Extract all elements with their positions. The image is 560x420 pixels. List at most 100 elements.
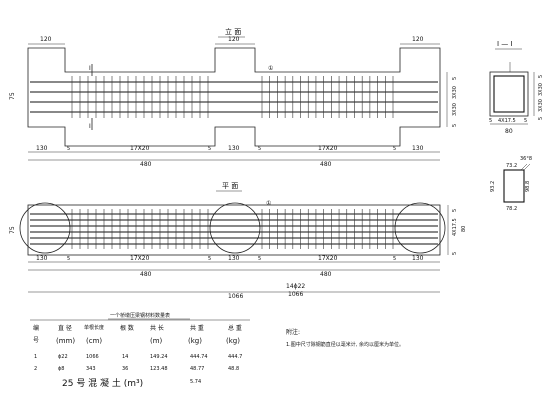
- svg-text:17X20: 17X20: [130, 145, 150, 152]
- svg-text:5: 5: [258, 256, 261, 262]
- plan-right-dims: 5 4X17.5 5 80: [447, 205, 467, 255]
- material-table: 编 直 径 单根长度 根 数 共 长 共 重 总 重 号 (mm) (cm) (…: [30, 319, 250, 389]
- svg-text:48.8: 48.8: [228, 366, 239, 372]
- svg-text:5: 5: [208, 146, 211, 152]
- svg-text:4X17.5: 4X17.5: [498, 118, 516, 124]
- svg-text:3X30: 3X30: [538, 83, 544, 96]
- table-title: 一个桥墩压梁钢材料数量表: [110, 312, 170, 319]
- elevation-stirrups-left: [71, 76, 209, 118]
- elevation-title: 立 面: [225, 27, 241, 36]
- plan-stirrups-right: [261, 209, 394, 249]
- svg-text:根 数: 根 数: [120, 324, 134, 332]
- svg-text:48.77: 48.77: [190, 366, 204, 372]
- elevation-left-label: 75: [9, 92, 16, 100]
- svg-text:130: 130: [228, 255, 240, 262]
- svg-text:5: 5: [393, 146, 396, 152]
- concrete-value: 5.74: [190, 379, 201, 385]
- svg-text:343: 343: [86, 366, 96, 372]
- svg-text:(m): (m): [150, 337, 163, 345]
- svg-text:ɸ8: ɸ8: [58, 366, 64, 372]
- svg-text:5: 5: [67, 146, 70, 152]
- svg-text:共 长: 共 长: [150, 324, 164, 332]
- plan-left-label: 75: [9, 226, 16, 234]
- svg-text:123.48: 123.48: [150, 366, 168, 372]
- svg-text:直 径: 直 径: [58, 324, 72, 332]
- plan-bar-label: ①: [266, 200, 271, 207]
- svg-text:480: 480: [320, 161, 332, 168]
- plan-overall-length: 1066: [228, 293, 243, 300]
- svg-text:(kg): (kg): [226, 337, 240, 345]
- svg-text:444.7: 444.7: [228, 354, 242, 360]
- svg-text:73.2: 73.2: [506, 163, 517, 169]
- svg-text:78.2: 78.2: [506, 206, 517, 212]
- svg-text:4X17.5: 4X17.5: [452, 218, 458, 236]
- elevation-outline: [27, 47, 441, 147]
- svg-text:5: 5: [67, 256, 70, 262]
- svg-text:5: 5: [452, 252, 458, 255]
- notes-title: 附注:: [286, 328, 300, 336]
- notes-item-1: 1.图中尺寸除钢筋直径以毫米计, 余均以厘米为单位。: [286, 341, 404, 348]
- section-bottom-dims: 5 4X17.5 5 80: [489, 118, 528, 135]
- svg-text:(mm): (mm): [56, 337, 75, 345]
- svg-text:480: 480: [140, 271, 152, 278]
- concrete-label: 25 号 混 凝 土 (m³): [62, 377, 143, 389]
- svg-text:ɸ22: ɸ22: [58, 354, 68, 360]
- svg-text:130: 130: [412, 145, 424, 152]
- svg-text:总 重: 总 重: [228, 324, 242, 332]
- notes: 附注: 1.图中尺寸除钢筋直径以毫米计, 余均以厘米为单位。: [286, 328, 404, 348]
- svg-text:93.2: 93.2: [490, 181, 496, 192]
- svg-text:共 重: 共 重: [190, 324, 204, 332]
- section-mark-top: I: [89, 65, 91, 72]
- svg-text:130: 130: [412, 255, 424, 262]
- section-drawing: [489, 62, 529, 117]
- svg-text:编: 编: [33, 324, 39, 332]
- svg-text:1066: 1066: [86, 354, 99, 360]
- svg-text:130: 130: [36, 145, 48, 152]
- elevation-bar-label: ①: [268, 65, 273, 72]
- plan-outline: [19, 202, 446, 256]
- plan-leader-line2: 1066: [288, 291, 303, 298]
- svg-text:36°8: 36°8: [520, 156, 532, 162]
- svg-text:5: 5: [452, 77, 458, 80]
- section-title: I — I: [497, 40, 513, 48]
- svg-text:2: 2: [34, 366, 37, 372]
- svg-text:444.74: 444.74: [190, 354, 208, 360]
- svg-text:号: 号: [33, 337, 39, 344]
- plan-leader-line1: 14ɸ22: [286, 283, 305, 290]
- elevation-bottom-dims: 130 5 17X20 5 130 5 17X20 5 130 480 480: [28, 145, 440, 168]
- svg-text:80: 80: [505, 128, 513, 135]
- elevation-stirrups-right: [261, 76, 394, 118]
- svg-text:5: 5: [538, 117, 544, 120]
- svg-text:5: 5: [452, 124, 458, 127]
- svg-text:5: 5: [208, 256, 211, 262]
- svg-text:17X20: 17X20: [318, 145, 338, 152]
- stirrup-detail: 36°8 73.2 93.2 98.8 78.2: [490, 156, 532, 212]
- svg-text:98.8: 98.8: [525, 181, 531, 192]
- svg-text:5: 5: [258, 146, 261, 152]
- svg-text:5: 5: [393, 256, 396, 262]
- svg-text:17X20: 17X20: [130, 255, 150, 262]
- svg-text:3X30: 3X30: [452, 103, 458, 116]
- elevation-longitudinal-bars: [30, 81, 438, 113]
- svg-text:480: 480: [140, 161, 152, 168]
- svg-text:1: 1: [34, 354, 37, 360]
- svg-text:120: 120: [228, 36, 240, 43]
- section-right-dims: 5 3X30 3X30 5: [533, 72, 544, 120]
- svg-text:17X20: 17X20: [318, 255, 338, 262]
- elevation-right-dims: 5 3X30 3X30 5: [446, 72, 458, 127]
- section-mark-bottom: I: [89, 123, 91, 130]
- svg-text:36: 36: [122, 366, 128, 372]
- svg-text:130: 130: [36, 255, 48, 262]
- plan-stirrups-left: [71, 209, 209, 249]
- svg-text:3X30: 3X30: [538, 99, 544, 112]
- svg-text:5: 5: [489, 118, 492, 124]
- svg-text:3X30: 3X30: [452, 86, 458, 99]
- svg-text:120: 120: [412, 36, 424, 43]
- svg-text:149.24: 149.24: [150, 354, 168, 360]
- svg-text:(cm): (cm): [86, 337, 102, 345]
- svg-text:单根长度: 单根长度: [84, 324, 104, 331]
- svg-text:80: 80: [461, 226, 467, 232]
- plan-bottom-dims: 130 5 17X20 5 130 5 17X20 5 130 480 480 …: [28, 255, 440, 300]
- plan-title: 平 面: [222, 182, 238, 190]
